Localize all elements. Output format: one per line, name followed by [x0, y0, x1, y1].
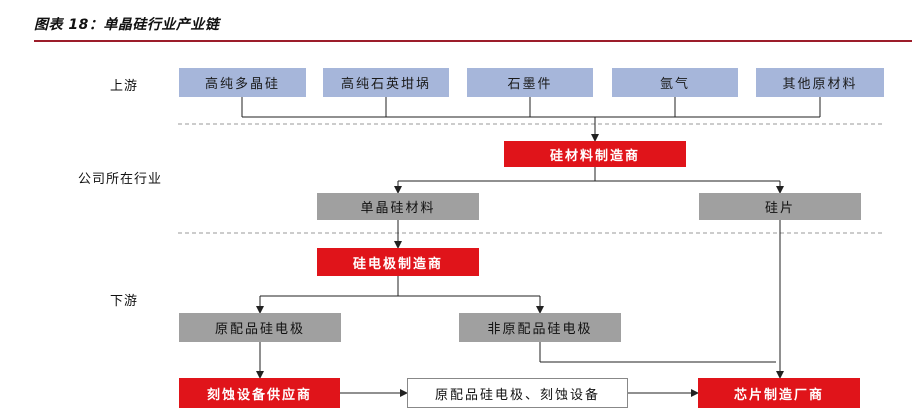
stage-upstream: 上游 [110, 79, 139, 94]
chip-manufacturer: 芯片制造厂商 [698, 378, 860, 408]
figure-title: 图表 18：单晶硅行业产业链 [34, 17, 220, 33]
oem-silicon-electrode: 原配品硅电极 [179, 313, 341, 342]
upstream-item-other-materials: 其他原材料 [756, 68, 884, 97]
upstream-item-polysilicon: 高纯多晶硅 [179, 68, 306, 97]
title-rule [34, 40, 912, 42]
oem-electrode-and-etching-equipment: 原配品硅电极、刻蚀设备 [407, 378, 628, 408]
upstream-item-quartz-crucible: 高纯石英坩埚 [323, 68, 449, 97]
silicon-material-maker: 硅材料制造商 [504, 141, 686, 167]
stage-company: 公司所在行业 [78, 172, 163, 187]
stage-downstream: 下游 [110, 294, 139, 309]
non-oem-silicon-electrode: 非原配品硅电极 [459, 313, 621, 342]
upstream-item-graphite: 石墨件 [467, 68, 593, 97]
upstream-item-argon: 氩气 [612, 68, 738, 97]
etching-equipment-supplier: 刻蚀设备供应商 [179, 378, 340, 408]
silicon-wafer: 硅片 [699, 193, 861, 220]
silicon-electrode-maker: 硅电极制造商 [317, 248, 479, 276]
mono-silicon-material: 单晶硅材料 [317, 193, 479, 220]
